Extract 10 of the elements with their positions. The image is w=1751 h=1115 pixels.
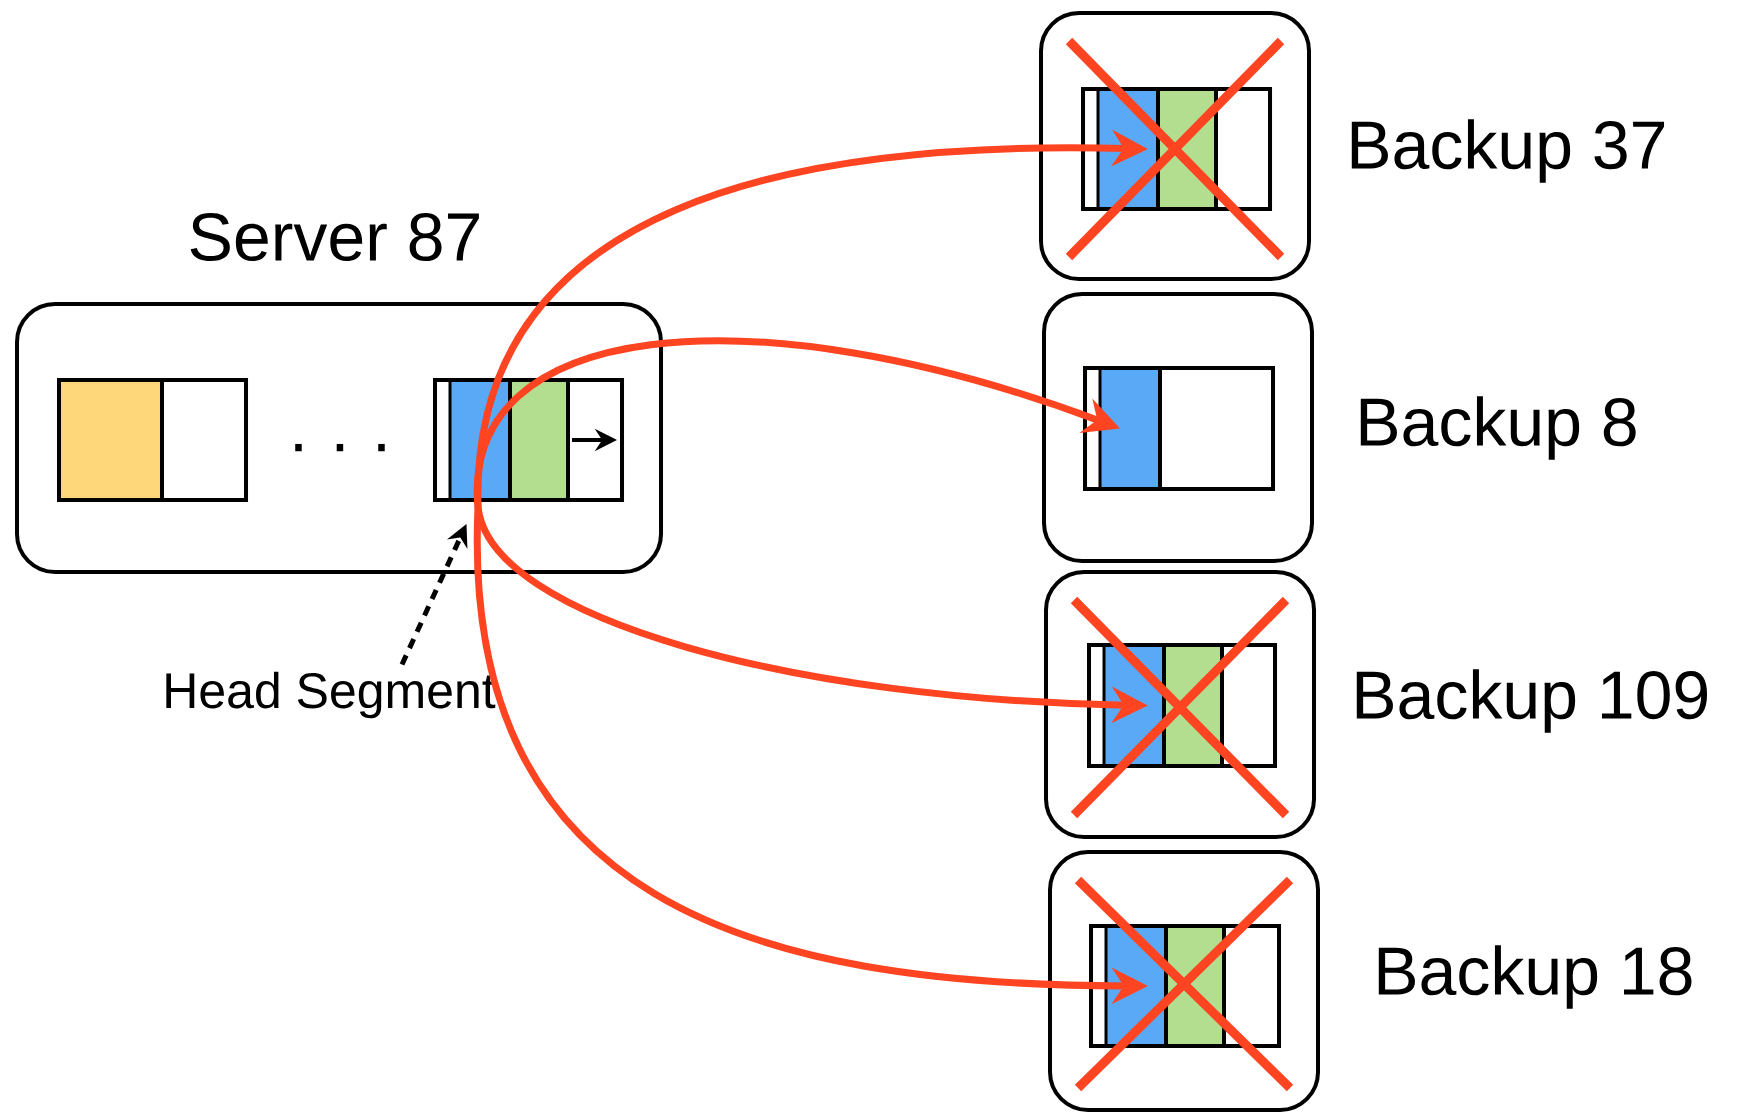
server-label: Server 87 — [190, 212, 479, 262]
backup-label: Backup 8 — [1360, 396, 1636, 460]
backup-label: Backup 18 — [1378, 945, 1692, 1009]
ellipsis: · · · — [295, 443, 385, 452]
segment-drawing — [433, 378, 624, 502]
segment-drawing — [1083, 366, 1275, 491]
backup-label: Backup 37 — [1351, 119, 1665, 183]
segment-drawing — [57, 378, 248, 502]
head-segment-label: Head Segment — [166, 671, 496, 719]
backup-label: Backup 109 — [1356, 669, 1708, 733]
